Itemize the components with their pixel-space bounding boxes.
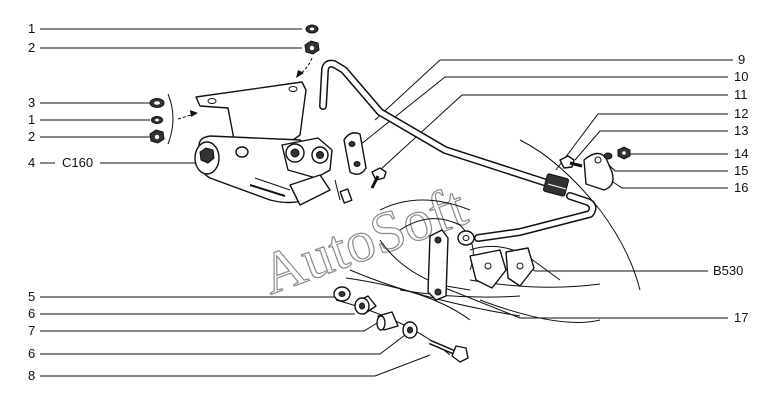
rubber-bushing [457,230,475,246]
washer-15-icon [603,152,613,160]
bolt-13 [559,155,583,169]
spacer-tube-7 [376,311,399,331]
leader-9 [374,59,733,121]
actuator-assembly [194,81,353,206]
hex-nut-icon [199,147,215,164]
code-b530: B530 [713,263,743,278]
link-rod-assembly [427,229,535,301]
callout-2-mid: 2 [28,129,35,144]
callout-8: 8 [28,368,35,383]
callout-11: 11 [734,87,748,102]
callout-1-mid: 1 [28,112,35,127]
leader-17 [444,287,728,319]
callout-10: 10 [734,69,748,84]
callout-16: 16 [734,180,748,195]
leader-11 [379,94,728,171]
callout-15: 15 [734,163,748,178]
side-fasteners [149,93,198,145]
bushing-6-bottom [402,321,418,339]
leader-6-bottom [40,334,406,355]
callouts-right: 9 10 11 12 13 14 15 16 B530 17 [359,52,748,325]
leader-13 [574,130,728,161]
callout-6-bottom: 6 [28,346,35,361]
leader-10 [359,76,728,146]
callout-13: 13 [734,123,748,138]
leader-b530 [519,261,708,272]
leader-16 [609,179,728,189]
callout-3: 3 [28,95,35,110]
callout-2-top: 2 [28,40,35,55]
arrow-icon [296,70,304,78]
callout-17: 17 [734,310,748,325]
callout-7: 7 [28,323,35,338]
leader-15 [605,161,728,172]
clamp-bracket [583,152,614,191]
arrow-icon [190,110,198,117]
bolt-8 [429,339,469,363]
link-rod [427,229,449,301]
lower-bracket-2 [505,247,535,287]
code-c160: C160 [62,155,93,170]
bottom-fasteners [333,277,471,363]
bushing-icon [542,173,570,197]
callout-12: 12 [734,106,748,121]
clip-plate [343,132,387,189]
leader-12 [555,113,728,171]
leader-7 [40,319,383,332]
callout-5: 5 [28,289,35,304]
bushing-6-top [354,295,377,315]
callout-4: 4 [28,155,35,170]
callout-6-top: 6 [28,306,35,321]
leader-8 [40,354,431,377]
callout-1-top: 1 [28,21,35,36]
bolt-11 [370,167,387,189]
stabilizer-rod [319,59,597,242]
callouts-left: 1 2 3 1 2 4 C160 5 6 7 6 8 [28,21,431,383]
bushing-clamp [542,146,631,197]
callout-9: 9 [738,52,745,67]
clip-plate-part [343,132,367,175]
callout-14: 14 [734,146,748,161]
top-fasteners [296,24,320,78]
